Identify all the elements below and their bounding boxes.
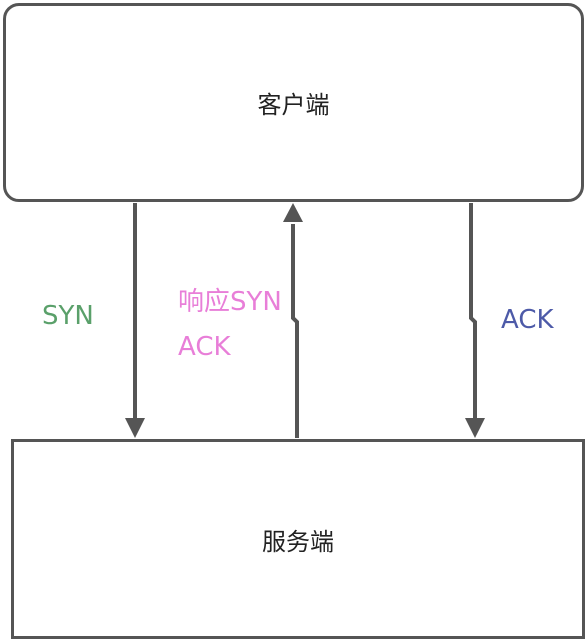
ack-arrow [465,203,485,438]
syn-ack-label-line2: ACK [178,332,231,362]
client-box: 客户端 [3,3,584,202]
syn-arrow [125,203,145,438]
syn-ack-label: 响应SYN ACK [178,280,282,370]
syn-ack-label-line1: 响应SYN [178,287,282,317]
client-label: 客户端 [257,91,330,119]
ack-label: ACK [501,305,554,335]
server-box: 服务端 [11,439,585,639]
server-label: 服务端 [262,527,334,556]
syn-ack-arrow [283,203,303,438]
syn-label: SYN [42,301,94,331]
